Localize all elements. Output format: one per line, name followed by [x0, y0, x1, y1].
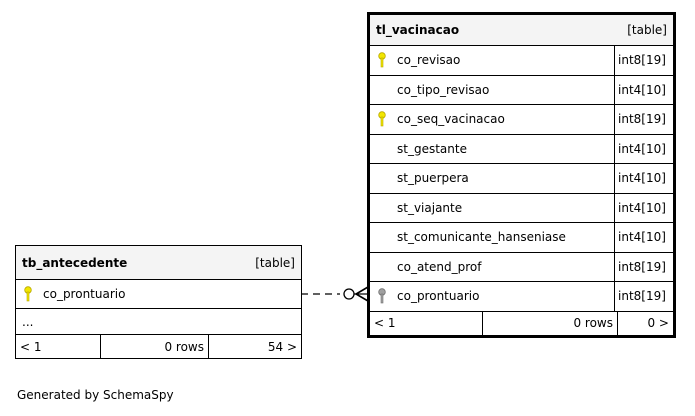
table-header: tl_vacinacao [table] — [370, 15, 673, 46]
column-row[interactable]: co_revisao int8[19] — [370, 46, 673, 76]
column-row[interactable]: st_comunicante_hanseniase int4[10] — [370, 223, 673, 253]
column-type: int8[19] — [614, 46, 673, 75]
primary-key-icon — [24, 286, 32, 302]
column-name-cell: st_comunicante_hanseniase — [370, 223, 614, 252]
column-name: co_revisao — [397, 53, 461, 68]
column-row[interactable]: co_tipo_revisao int4[10] — [370, 75, 673, 105]
footer-children[interactable]: 54 > — [267, 339, 297, 354]
column-type: int4[10] — [614, 75, 673, 104]
column-name: st_puerpera — [397, 171, 469, 186]
table-name[interactable]: tl_vacinacao — [376, 23, 460, 37]
column-row[interactable]: st_puerpera int4[10] — [370, 164, 673, 194]
footer-parents[interactable]: < 1 — [16, 335, 101, 358]
column-name-cell: co_prontuario — [370, 282, 614, 311]
footer-parents[interactable]: < 1 — [370, 311, 483, 335]
column-name-cell: st_gestante — [370, 135, 614, 164]
primary-key-icon — [378, 52, 386, 68]
column-name-cell: co_atend_prof — [370, 253, 614, 282]
table-name[interactable]: tb_antecedente — [22, 255, 128, 270]
column-cell: co_prontuario — [16, 280, 301, 308]
column-type: int4[10] — [614, 164, 673, 193]
table-kind: [table] — [627, 23, 667, 37]
table-tb-antecedente[interactable]: tb_antecedente [table] co_prontuario ...… — [15, 245, 302, 359]
column-type: int8[19] — [614, 105, 673, 134]
column-name: co_seq_vacinacao — [397, 112, 505, 127]
foreign-key-icon — [378, 288, 386, 304]
column-name-cell: st_viajante — [370, 194, 614, 223]
generated-by-label: Generated by SchemaSpy — [17, 388, 174, 402]
column-name: co_tipo_revisao — [397, 82, 490, 97]
edge-zero-many-circle — [343, 288, 355, 300]
column-type: int4[10] — [614, 223, 673, 252]
column-row[interactable]: co_prontuario — [16, 280, 301, 309]
column-name-cell: co_tipo_revisao — [370, 76, 614, 105]
column-type: int8[19] — [614, 252, 673, 281]
column-type: int4[10] — [614, 193, 673, 222]
footer-children[interactable]: 0 > — [647, 316, 669, 330]
edge-crowfoot — [354, 286, 369, 302]
column-row[interactable]: co_prontuario int8[19] — [370, 282, 673, 312]
column-name: co_prontuario — [43, 287, 126, 301]
more-columns-row: ... — [16, 309, 301, 335]
column-type: int4[10] — [614, 134, 673, 163]
table-footer: < 1 0 rows 0 > — [370, 311, 673, 335]
column-row[interactable]: st_gestante int4[10] — [370, 134, 673, 164]
column-name-cell: co_revisao — [370, 46, 614, 75]
table-header: tb_antecedente [table] — [16, 246, 301, 280]
column-name-cell: st_puerpera — [370, 164, 614, 193]
primary-key-icon — [378, 111, 386, 127]
column-name: co_prontuario — [397, 289, 480, 304]
table-kind: [table] — [255, 255, 295, 270]
column-name: st_comunicante_hanseniase — [397, 230, 566, 245]
column-type: int8[19] — [614, 282, 673, 311]
column-row[interactable]: co_seq_vacinacao int8[19] — [370, 105, 673, 135]
more-columns: ... — [22, 314, 34, 329]
column-name-cell: co_seq_vacinacao — [370, 105, 614, 134]
column-row[interactable]: co_atend_prof int8[19] — [370, 252, 673, 282]
column-name: st_viajante — [397, 200, 463, 215]
footer-rows: 0 rows — [101, 335, 209, 358]
column-name: co_atend_prof — [397, 259, 482, 274]
column-row[interactable]: st_viajante int4[10] — [370, 193, 673, 223]
footer-rows: 0 rows — [483, 311, 618, 335]
table-footer: < 1 0 rows 54 > — [16, 335, 301, 358]
column-name: st_gestante — [397, 141, 467, 156]
